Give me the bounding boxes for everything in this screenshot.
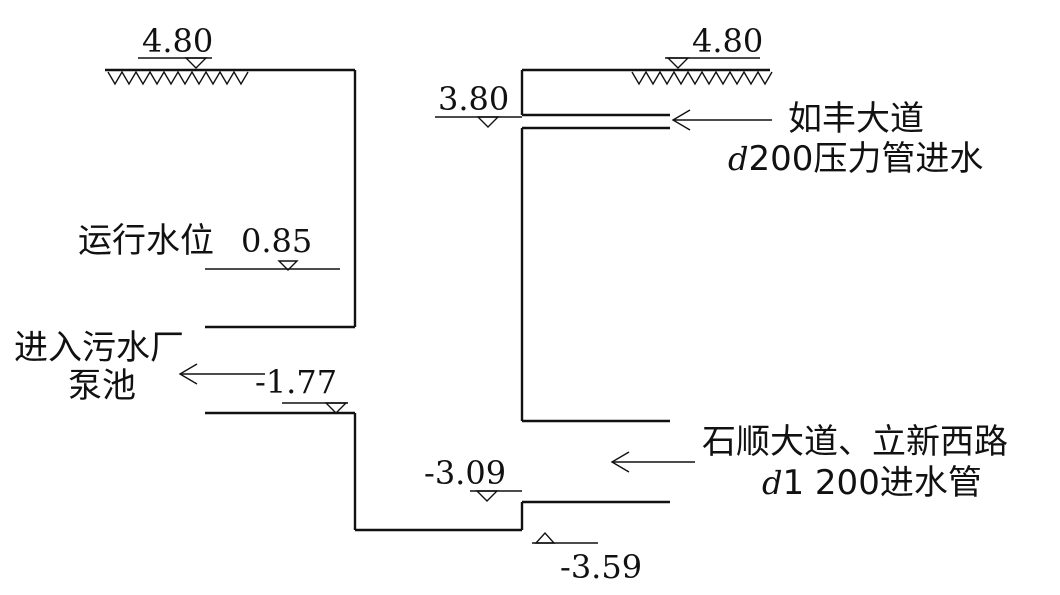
elevation-pressure-inlet: 3.80 xyxy=(438,80,509,118)
elevation-marker-pressure-inlet: 3.80 xyxy=(435,80,522,128)
elevation-marker-ground-left: 4.80 xyxy=(138,22,213,69)
rufeng-arrow-head-icon xyxy=(671,109,691,131)
ground-left xyxy=(105,68,355,86)
outlet-to-plant: 进入污水厂 泵池 xyxy=(14,328,265,406)
elevation-outlet: -1.77 xyxy=(255,363,337,401)
elevation-marker-outlet: -1.77 xyxy=(255,363,348,414)
shishun-label-line2: d1 200进水管 xyxy=(762,463,982,503)
outlet-arrow-head-icon xyxy=(178,363,198,385)
to-plant-label-line2: 泵池 xyxy=(68,366,136,406)
ground-right xyxy=(631,70,773,86)
elevation-inlet-pipe: -3.09 xyxy=(424,454,506,492)
shishun-arrow-head-icon xyxy=(610,451,630,473)
rufeng-inlet: 如丰大道 d200压力管进水 xyxy=(671,99,983,179)
shishun-inlet: 石顺大道、立新西路 d1 200进水管 xyxy=(610,422,1008,503)
shishun-label-line1: 石顺大道、立新西路 xyxy=(702,422,1008,462)
to-plant-label-line1: 进入污水厂 xyxy=(14,328,184,368)
rufeng-label-line1: 如丰大道 xyxy=(788,99,924,139)
elevation-ground-left: 4.80 xyxy=(142,22,213,60)
elevation-ground-right: 4.80 xyxy=(692,22,763,60)
elevation-operating-level: 0.85 xyxy=(241,222,312,260)
elevation-bottom: -3.59 xyxy=(560,548,642,586)
elevation-marker-bottom: -3.59 xyxy=(532,531,642,586)
rufeng-label-line2: d200压力管进水 xyxy=(728,139,983,179)
elevation-marker-inlet-pipe: -3.09 xyxy=(424,454,522,502)
operating-level-label: 运行水位 xyxy=(78,221,214,261)
elevation-marker-ground-right: 4.80 xyxy=(665,22,763,69)
operating-water-level: 运行水位 0.85 xyxy=(78,221,340,271)
right-chamber xyxy=(520,68,770,504)
